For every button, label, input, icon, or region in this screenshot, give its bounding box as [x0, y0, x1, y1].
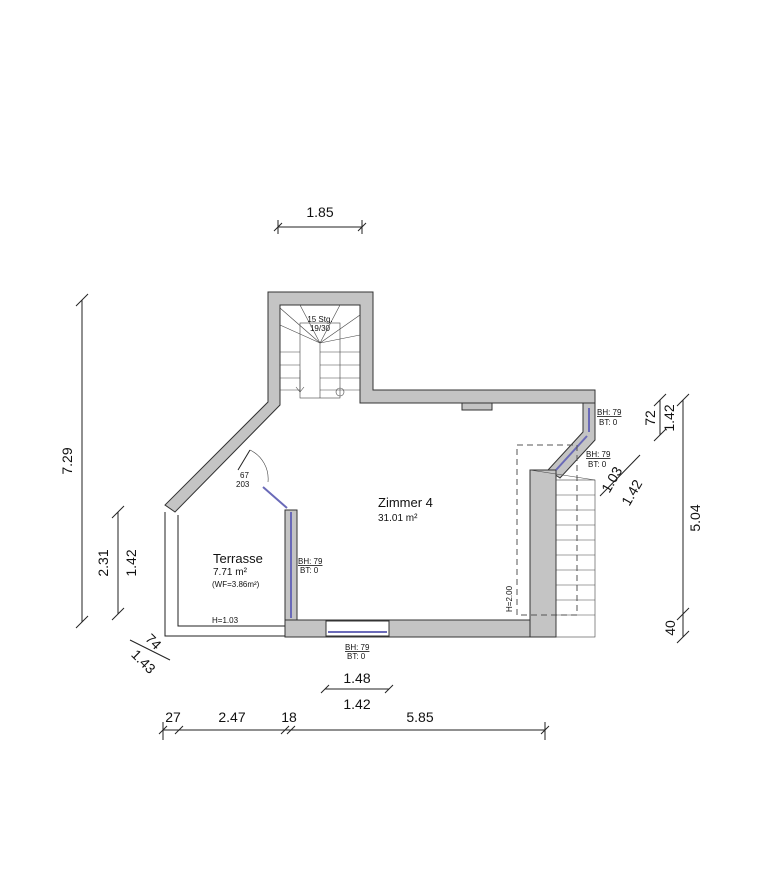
dim-right-total: 5.04	[687, 504, 703, 531]
room-area-zimmer: 31.01 m²	[378, 513, 418, 524]
terrace-outline	[164, 512, 285, 637]
window-bt-right1: BT: 0	[599, 418, 618, 427]
window-bh-bottom: BH: 79	[345, 643, 370, 652]
room-name-zimmer: Zimmer 4	[378, 495, 433, 510]
height-boundary	[516, 444, 578, 616]
right-wall	[547, 402, 596, 479]
dim-right-diag-b: 1.42	[618, 477, 646, 509]
right-stair-wall	[529, 469, 557, 638]
dim-bottom-window-a: 1.48	[343, 670, 370, 686]
window-bt-bottom: BT: 0	[347, 652, 366, 661]
door-swing	[249, 449, 269, 483]
dimension-lines	[75, 220, 690, 740]
room-area-terrasse: 7.71 m²	[213, 567, 248, 578]
dim-right-top-b: 1.42	[661, 404, 677, 431]
dim-left-total: 7.29	[59, 447, 75, 474]
wall-niche	[461, 402, 493, 411]
bottom-wall-2	[284, 619, 531, 638]
stair-ratio: 19/30	[310, 324, 331, 333]
terrasse-wf: (WF=3.86m²)	[212, 580, 260, 589]
dim-bottom-2: 2.47	[218, 709, 245, 725]
door-leaf	[237, 449, 251, 471]
window-bt-right2: BT: 0	[588, 460, 607, 469]
dim-right-bottom: 40	[662, 620, 678, 636]
right-stairs	[529, 469, 596, 638]
window-bh-right2: BH: 79	[586, 450, 611, 459]
dim-right-top-a: 72	[642, 410, 658, 426]
dim-bottom-3: 18	[281, 709, 297, 725]
dim-bottom-1: 27	[165, 709, 181, 725]
window-bh-right1: BH: 79	[597, 408, 622, 417]
dim-bottom-4: 5.85	[406, 709, 433, 725]
window-bh-left: BH: 79	[298, 557, 323, 566]
dim-left-a: 2.31	[95, 549, 111, 576]
dim-top: 1.85	[306, 204, 333, 220]
stair-tower-wall	[164, 291, 596, 513]
diagonal-window	[262, 486, 288, 509]
stair-steps: 15 Stg.	[307, 315, 332, 324]
stair-tower	[279, 304, 361, 399]
dim-diag-a: 74	[142, 630, 164, 652]
room-name-terrasse: Terrasse	[213, 551, 263, 566]
dim-left-b: 1.42	[123, 549, 139, 576]
right-window-2	[555, 435, 588, 471]
dim-bottom-window-b: 1.42	[343, 696, 370, 712]
window-bt-left: BT: 0	[300, 566, 319, 575]
door-width: 67	[240, 471, 249, 480]
height-note: H=2.00	[505, 585, 514, 612]
door-height: 203	[236, 480, 250, 489]
bottom-window-opening	[325, 620, 390, 637]
terrasse-height: H=1.03	[212, 616, 239, 625]
